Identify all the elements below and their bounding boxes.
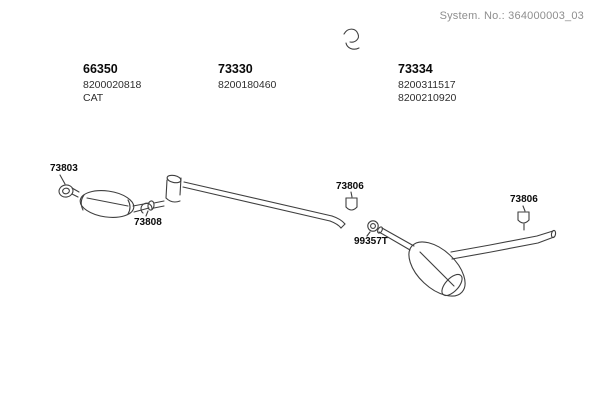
- oem-part-number: 8200020818: [83, 79, 142, 91]
- callout-73806-right[interactable]: 73806: [510, 194, 538, 205]
- callout-73808[interactable]: 73808: [134, 217, 162, 228]
- tailpipe-drawing: [450, 229, 557, 260]
- part-note: CAT: [83, 92, 104, 104]
- part-group-number[interactable]: 66350: [83, 62, 118, 76]
- middle-pipe-drawing: [182, 181, 346, 229]
- oem-part-number: 8200311517: [398, 79, 456, 91]
- callout-73806-mid[interactable]: 73806: [336, 181, 364, 192]
- part-group-73330: 73330 8200180460: [218, 62, 276, 92]
- muffler-drawing: [377, 226, 466, 297]
- part-group-number[interactable]: 73334: [398, 62, 433, 76]
- right-hanger-drawing: [517, 205, 530, 231]
- top-bracket-drawing: [343, 28, 360, 50]
- gasket-ring-drawing: [58, 174, 80, 198]
- oem-part-number: 8200180460: [218, 79, 277, 91]
- part-group-73334: 73334 8200311517 8200210920: [398, 62, 456, 105]
- oem-part-number: 8200210920: [398, 92, 457, 104]
- middle-hanger-drawing: [345, 191, 358, 211]
- clamp-drawing: [140, 202, 153, 217]
- part-group-number[interactable]: 73330: [218, 62, 253, 76]
- system-number-label: System. No.: 364000003_03: [439, 10, 584, 22]
- callout-99357T[interactable]: 99357T: [354, 236, 388, 247]
- part-group-66350: 66350 8200020818 CAT: [83, 62, 141, 105]
- front-elbow-drawing: [153, 174, 182, 209]
- callout-73803[interactable]: 73803: [50, 163, 78, 174]
- ring-99357-drawing: [366, 220, 379, 237]
